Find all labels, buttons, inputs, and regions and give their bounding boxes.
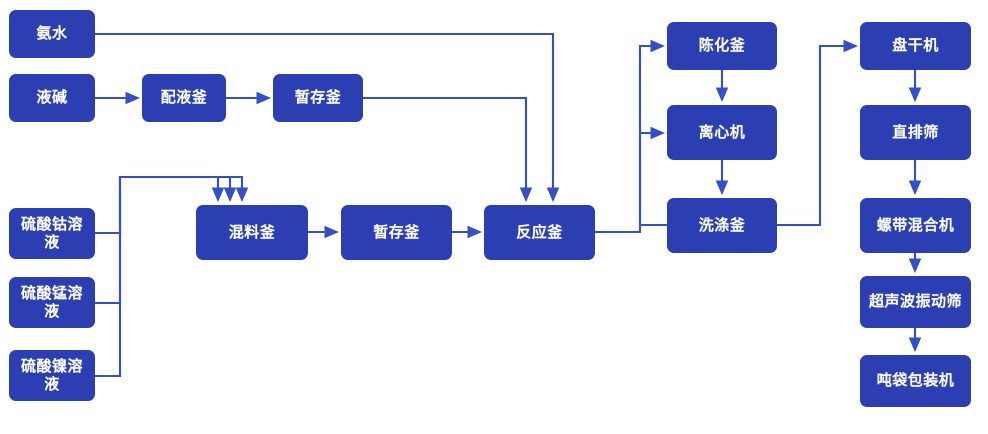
edge-reactor-to-aging xyxy=(595,39,666,234)
node-aging-tank[interactable]: 陈化釜 xyxy=(667,22,777,70)
node-liquid-alkali[interactable]: 液碱 xyxy=(9,74,95,122)
node-buffer-tank-main[interactable]: 暂存釜 xyxy=(341,205,452,260)
node-ribbon-mixer[interactable]: 螺带混合机 xyxy=(860,198,971,253)
edge-washer-recycle-to-centrifuge xyxy=(638,126,667,227)
node-tray-dryer[interactable]: 盘干机 xyxy=(860,22,971,70)
node-reactor[interactable]: 反应釜 xyxy=(484,205,595,260)
node-ammonia[interactable]: 氨水 xyxy=(9,10,95,58)
node-centrifuge[interactable]: 离心机 xyxy=(667,105,777,160)
node-ton-bag-packer[interactable]: 吨袋包装机 xyxy=(860,355,971,407)
node-ultrasonic-vibrating-sieve[interactable]: 超声波振动筛 xyxy=(860,276,971,328)
node-nickel-sulfate-solution[interactable]: 硫酸镍溶液 xyxy=(9,350,95,401)
node-washing-tank[interactable]: 洗涤釜 xyxy=(667,198,777,253)
node-linear-sifter[interactable]: 直排筛 xyxy=(860,105,971,160)
node-dosing-tank[interactable]: 配液釜 xyxy=(142,74,226,122)
node-mixing-tank[interactable]: 混料釜 xyxy=(196,205,308,260)
edge-buffer-top-to-reactor xyxy=(363,96,533,203)
node-cobalt-sulfate-solution[interactable]: 硫酸钴溶液 xyxy=(9,208,95,259)
edge-washer-to-dryer xyxy=(777,39,859,227)
node-manganese-sulfate-solution[interactable]: 硫酸锰溶液 xyxy=(9,277,95,328)
node-buffer-tank-top[interactable]: 暂存釜 xyxy=(273,74,363,122)
